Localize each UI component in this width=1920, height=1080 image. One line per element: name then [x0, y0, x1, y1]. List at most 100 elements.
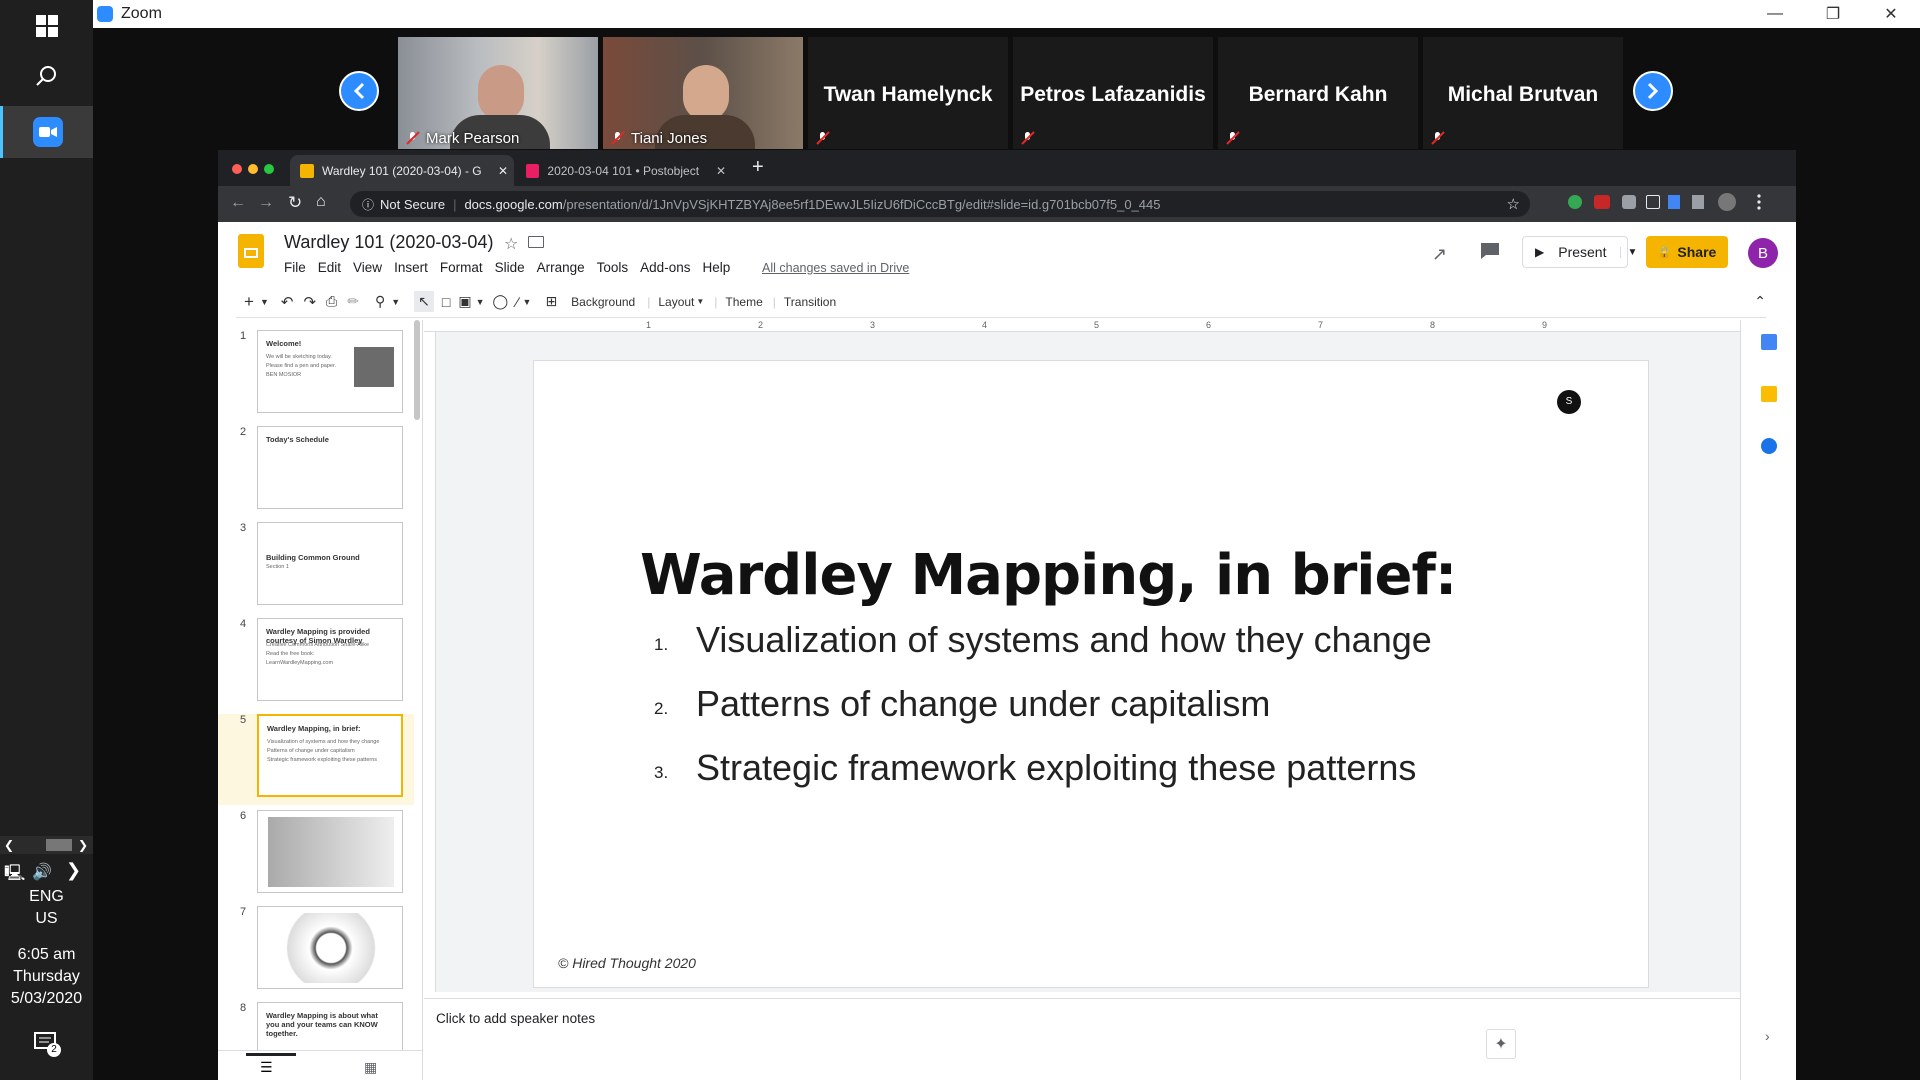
- participant-tile[interactable]: Petros Lafazanidis: [1013, 37, 1213, 149]
- security-status[interactable]: Not Secure: [380, 196, 446, 212]
- text-box-icon[interactable]: □: [441, 293, 451, 310]
- document-title[interactable]: Wardley 101 (2020-03-04): [284, 232, 494, 252]
- info-icon[interactable]: ⓘ: [362, 197, 375, 212]
- browser-tab-postobject[interactable]: 2020-03-04 101 • Postobject ✕: [516, 155, 726, 186]
- back-icon[interactable]: ←: [230, 194, 246, 211]
- speaker-notes[interactable]: Click to add speaker notes ✦: [424, 998, 1740, 1080]
- mac-zoom-icon[interactable]: [264, 164, 274, 174]
- slide-thumbnail[interactable]: Today's Schedule: [257, 426, 403, 509]
- bookmark-star-icon[interactable]: ☆: [1506, 196, 1520, 213]
- close-tab-icon[interactable]: ✕: [498, 163, 509, 178]
- present-button[interactable]: ▶ Present ▼: [1522, 236, 1637, 268]
- profile-avatar[interactable]: [1718, 193, 1736, 211]
- image-chevron-icon[interactable]: ▼: [475, 296, 485, 307]
- image-icon[interactable]: ▣: [458, 293, 472, 309]
- activity-dashboard-icon[interactable]: ↗: [1432, 244, 1448, 264]
- participant-tile[interactable]: Mark Pearson: [398, 37, 598, 149]
- slide-footer[interactable]: © Hired Thought 2020: [558, 955, 696, 971]
- close-tab-icon[interactable]: ✕: [715, 163, 726, 178]
- line-icon[interactable]: ∕: [516, 293, 519, 310]
- slide-thumbnail[interactable]: Wardley Mapping, in brief:Visualization …: [257, 714, 403, 797]
- new-tab-icon[interactable]: +: [752, 156, 764, 178]
- slide-thumbnail[interactable]: [257, 906, 403, 989]
- layout-chevron-icon[interactable]: ▼: [696, 297, 705, 306]
- add-comment-icon[interactable]: ⊞: [545, 293, 558, 309]
- volume-icon[interactable]: 🔊: [32, 864, 52, 881]
- shape-icon[interactable]: ◯: [492, 293, 509, 309]
- paint-format-icon[interactable]: ✏: [347, 293, 359, 309]
- theme-button[interactable]: Theme: [725, 294, 763, 309]
- close-button[interactable]: ✕: [1884, 6, 1898, 23]
- menu-view[interactable]: View: [353, 260, 383, 275]
- url-field[interactable]: ⓘ Not Secure | docs.google.com /presenta…: [350, 191, 1530, 217]
- menu-arrange[interactable]: Arrange: [536, 260, 585, 275]
- calendar-icon[interactable]: [1761, 334, 1777, 350]
- current-slide[interactable]: Wardley Mapping, in brief: 1. Visualizat…: [533, 360, 1649, 988]
- share-button[interactable]: 🔒 Share: [1646, 236, 1728, 268]
- star-icon[interactable]: ☆: [504, 236, 519, 253]
- menu-edit[interactable]: Edit: [317, 260, 342, 275]
- slide-thumbnail[interactable]: Wardley Mapping is about what you and yo…: [257, 1002, 403, 1050]
- chevron-right-icon[interactable]: ❯: [78, 838, 89, 852]
- expand-panel-icon[interactable]: ›: [1765, 1028, 1770, 1044]
- participant-tile[interactable]: Michal Brutvan: [1423, 37, 1623, 149]
- slides-logo-icon[interactable]: [238, 234, 264, 268]
- chevron-left-icon[interactable]: ❮: [4, 838, 15, 852]
- next-participants-button[interactable]: [1633, 71, 1673, 111]
- grid-view-icon[interactable]: ▦: [364, 1059, 378, 1075]
- restore-button[interactable]: ❐: [1825, 6, 1841, 23]
- filmstrip-scrollbar[interactable]: [414, 320, 420, 420]
- clock-date[interactable]: 5/03/2020: [10, 990, 83, 1007]
- reload-icon[interactable]: ↻: [288, 193, 303, 212]
- minimize-button[interactable]: —: [1767, 5, 1783, 22]
- present-options-chevron-icon[interactable]: ▼: [1620, 246, 1637, 258]
- move-folder-icon[interactable]: [528, 236, 544, 248]
- menu-slide[interactable]: Slide: [494, 260, 525, 275]
- browser-menu-icon[interactable]: [1750, 193, 1768, 211]
- comments-icon[interactable]: [1480, 242, 1500, 260]
- transition-button[interactable]: Transition: [783, 294, 837, 309]
- select-tool-icon[interactable]: ↖: [414, 291, 434, 312]
- keep-icon[interactable]: [1761, 386, 1777, 402]
- undo-icon[interactable]: ↶: [280, 293, 294, 311]
- chevron-right-icon[interactable]: ❯: [66, 860, 82, 880]
- mac-close-icon[interactable]: [232, 164, 242, 174]
- menu-format[interactable]: Format: [439, 260, 483, 275]
- menu-file[interactable]: File: [284, 260, 306, 275]
- redo-icon[interactable]: ↷: [303, 293, 317, 311]
- slide-heading[interactable]: Wardley Mapping, in brief:: [640, 543, 1457, 608]
- home-icon[interactable]: ⌂: [316, 193, 326, 210]
- menu-addons[interactable]: Add-ons: [640, 260, 691, 275]
- participant-tile[interactable]: Bernard Kahn: [1218, 37, 1418, 149]
- clock-time[interactable]: 6:05 am: [17, 946, 76, 963]
- save-status[interactable]: All changes saved in Drive: [762, 261, 910, 275]
- search-icon[interactable]: [0, 50, 93, 102]
- tasks-icon[interactable]: [1761, 438, 1777, 454]
- windows-start-icon[interactable]: [0, 0, 93, 52]
- zoom-chevron-icon[interactable]: ▼: [391, 296, 401, 307]
- participant-tile[interactable]: Tiani Jones: [603, 37, 803, 149]
- menu-insert[interactable]: Insert: [394, 260, 428, 275]
- zoom-icon[interactable]: ⚲: [374, 293, 386, 309]
- extension-icon[interactable]: [1692, 195, 1704, 209]
- slide-thumbnail[interactable]: [257, 810, 403, 893]
- slide-thumbnail[interactable]: Welcome!We will be sketching today.Pleas…: [257, 330, 403, 413]
- prev-participants-button[interactable]: [339, 71, 379, 111]
- background-button[interactable]: Background: [571, 294, 636, 309]
- slide-thumbnail[interactable]: Wardley Mapping is provided courtesy of …: [257, 618, 403, 701]
- menu-help[interactable]: Help: [702, 260, 731, 275]
- account-avatar[interactable]: B: [1748, 238, 1778, 268]
- forward-icon[interactable]: →: [258, 194, 274, 211]
- line-chevron-icon[interactable]: ▼: [522, 296, 532, 307]
- scroll-thumb[interactable]: [46, 839, 72, 851]
- menu-tools[interactable]: Tools: [596, 260, 629, 275]
- layout-button[interactable]: Layout: [658, 294, 695, 309]
- extension-icon[interactable]: [1622, 195, 1636, 209]
- filmstrip-view-icon[interactable]: ☰: [260, 1059, 273, 1075]
- new-slide-icon[interactable]: +: [244, 291, 254, 311]
- notification-center-icon[interactable]: 2: [34, 1032, 61, 1057]
- notion-extension-icon[interactable]: [1646, 195, 1660, 209]
- zoom-app-icon[interactable]: [0, 106, 93, 158]
- input-region[interactable]: US: [35, 910, 58, 927]
